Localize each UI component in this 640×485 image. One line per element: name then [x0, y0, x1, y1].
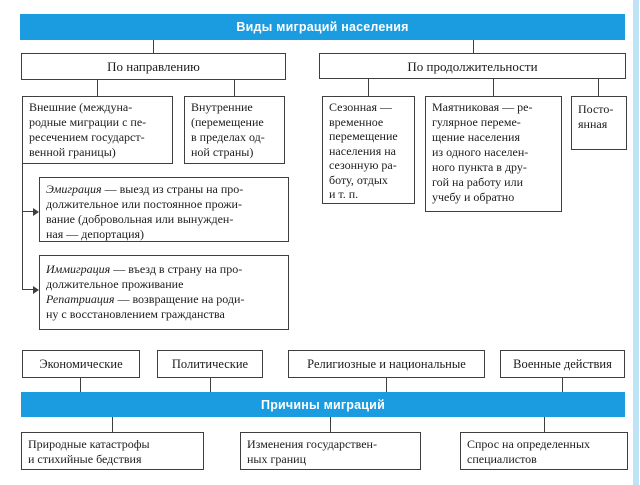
- example-natural-disasters-text: Природные катастрофы и стихийные бедстви…: [28, 437, 150, 466]
- cause-political-box: Политические: [157, 350, 263, 378]
- connector-line: [22, 211, 34, 212]
- diagram-title-band: Виды миграций населения: [20, 14, 625, 40]
- connector-line: [210, 378, 211, 392]
- connector-line: [234, 80, 235, 96]
- connector-line: [473, 40, 474, 53]
- causes-title: Причины миграций: [261, 397, 385, 412]
- cause-religious-national-box: Религиозные и национальные: [288, 350, 485, 378]
- connector-line: [22, 289, 34, 290]
- category-by-direction: По направлению: [21, 53, 286, 80]
- connector-line: [598, 79, 599, 96]
- pendulum-migration-text: Маятниковая — ре- гулярное переме- щение…: [432, 100, 533, 204]
- example-border-changes-box: Изменения государствен- ных границ: [240, 432, 421, 470]
- page-edge-stripe: [633, 0, 639, 485]
- connector-line: [22, 164, 23, 290]
- connector-line: [112, 417, 113, 432]
- immigration-definition-text: — въезд в страну на про- должительное пр…: [46, 262, 243, 291]
- connector-line: [330, 417, 331, 432]
- emigration-definition-box: Эмиграция — выезд из страны на про- долж…: [39, 177, 289, 242]
- example-specialist-demand-text: Спрос на определенных специалистов: [467, 437, 591, 466]
- cause-military-box: Военные действия: [500, 350, 625, 378]
- repatriation-definition-text: — возвращение на роди- ну с восстановлен…: [46, 292, 245, 321]
- permanent-migration-box: Посто- янная: [571, 96, 627, 150]
- connector-line: [386, 378, 387, 392]
- example-border-changes-text: Изменения государствен- ных границ: [247, 437, 377, 466]
- cause-political-label: Политические: [171, 356, 249, 371]
- internal-migration-text: Внутренние (перемещение в пределах од- н…: [191, 100, 265, 159]
- connector-line: [368, 79, 369, 96]
- example-specialist-demand-box: Спрос на определенных специалистов: [460, 432, 628, 470]
- connector-line: [544, 417, 545, 432]
- pendulum-migration-box: Маятниковая — ре- гулярное переме- щение…: [425, 96, 562, 212]
- cause-military-label: Военные действия: [513, 356, 612, 371]
- external-migration-text: Внешние (междуна- родные миграции с пе- …: [29, 100, 147, 159]
- category-by-direction-label: По направлению: [107, 59, 200, 74]
- cause-economic-box: Экономические: [22, 350, 140, 378]
- external-migration-box: Внешние (междуна- родные миграции с пе- …: [22, 96, 173, 164]
- permanent-migration-text: Посто- янная: [578, 102, 614, 131]
- connector-line: [80, 378, 81, 392]
- repatriation-term: Репатриация: [46, 292, 115, 306]
- immigration-definition-box: Иммиграция — въезд в страну на про- долж…: [39, 255, 289, 330]
- internal-migration-box: Внутренние (перемещение в пределах од- н…: [184, 96, 285, 164]
- arrow-right-icon: [33, 208, 39, 216]
- seasonal-migration-box: Сезонная — временное перемещение населен…: [322, 96, 415, 204]
- arrow-right-icon: [33, 286, 39, 294]
- cause-economic-label: Экономические: [39, 356, 123, 371]
- connector-line: [153, 40, 154, 53]
- seasonal-migration-text: Сезонная — временное перемещение населен…: [329, 100, 398, 201]
- immigration-term: Иммиграция: [46, 262, 111, 276]
- category-by-duration: По продолжительности: [319, 53, 626, 79]
- connector-line: [562, 378, 563, 392]
- category-by-duration-label: По продолжительности: [407, 58, 538, 74]
- diagram-title: Виды миграций населения: [236, 20, 409, 34]
- cause-religious-national-label: Религиозные и национальные: [307, 356, 466, 371]
- emigration-definition-text: — выезд из страны на про- должительное и…: [46, 182, 244, 241]
- connector-line: [97, 80, 98, 96]
- causes-title-band: Причины миграций: [21, 392, 625, 417]
- example-natural-disasters-box: Природные катастрофы и стихийные бедстви…: [21, 432, 204, 470]
- connector-line: [493, 79, 494, 96]
- emigration-term: Эмиграция: [46, 182, 102, 196]
